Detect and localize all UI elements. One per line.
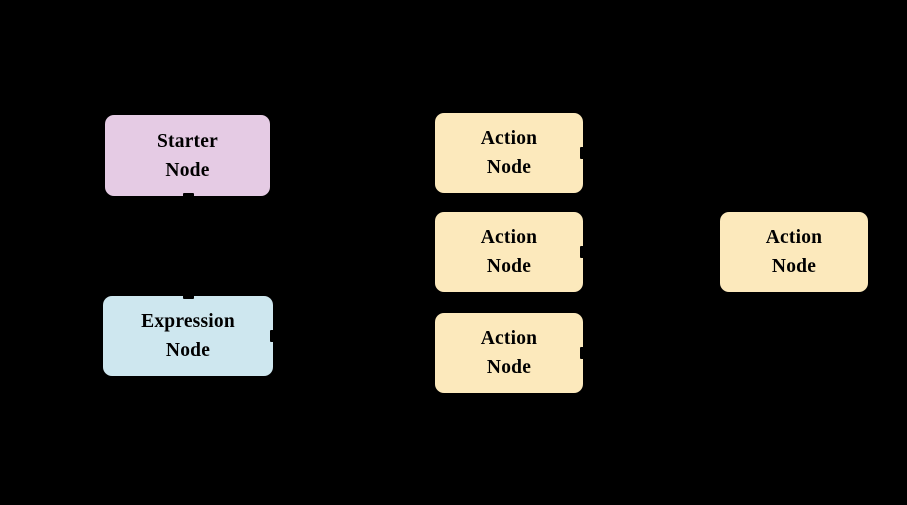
edge-action-3-to-4: [583, 251, 720, 354]
edge-starter-to-action-2: [186, 196, 435, 253]
node-label-line-2: Node: [771, 256, 817, 277]
node-label-line-1: Action: [765, 227, 823, 248]
edge-action-1-to-4: [583, 152, 720, 253]
node-label-line-1: Action: [480, 328, 538, 349]
connector-port-top-icon[interactable]: [183, 294, 194, 299]
node-label-line-2: Node: [165, 340, 211, 361]
node-label-line-2: Node: [165, 159, 210, 181]
node-label-line-2: Node: [486, 357, 532, 378]
edge-expr-to-action-3: [273, 335, 435, 354]
node-label-line-2: Node: [486, 157, 532, 178]
node-label-line-1: Action: [480, 128, 538, 149]
connector-port-right-icon[interactable]: [580, 246, 585, 258]
connector-port-right-icon[interactable]: [270, 330, 275, 342]
connector-port-right-icon[interactable]: [580, 347, 585, 359]
node-label-line-2: Node: [486, 256, 532, 277]
node-label-line-1: Starter: [157, 130, 218, 152]
connector-port-bottom-icon[interactable]: [182, 193, 194, 198]
connector-port-right-icon[interactable]: [580, 147, 585, 159]
node-label-line-1: Action: [480, 227, 538, 248]
node-label-line-1: Expression: [141, 311, 235, 332]
